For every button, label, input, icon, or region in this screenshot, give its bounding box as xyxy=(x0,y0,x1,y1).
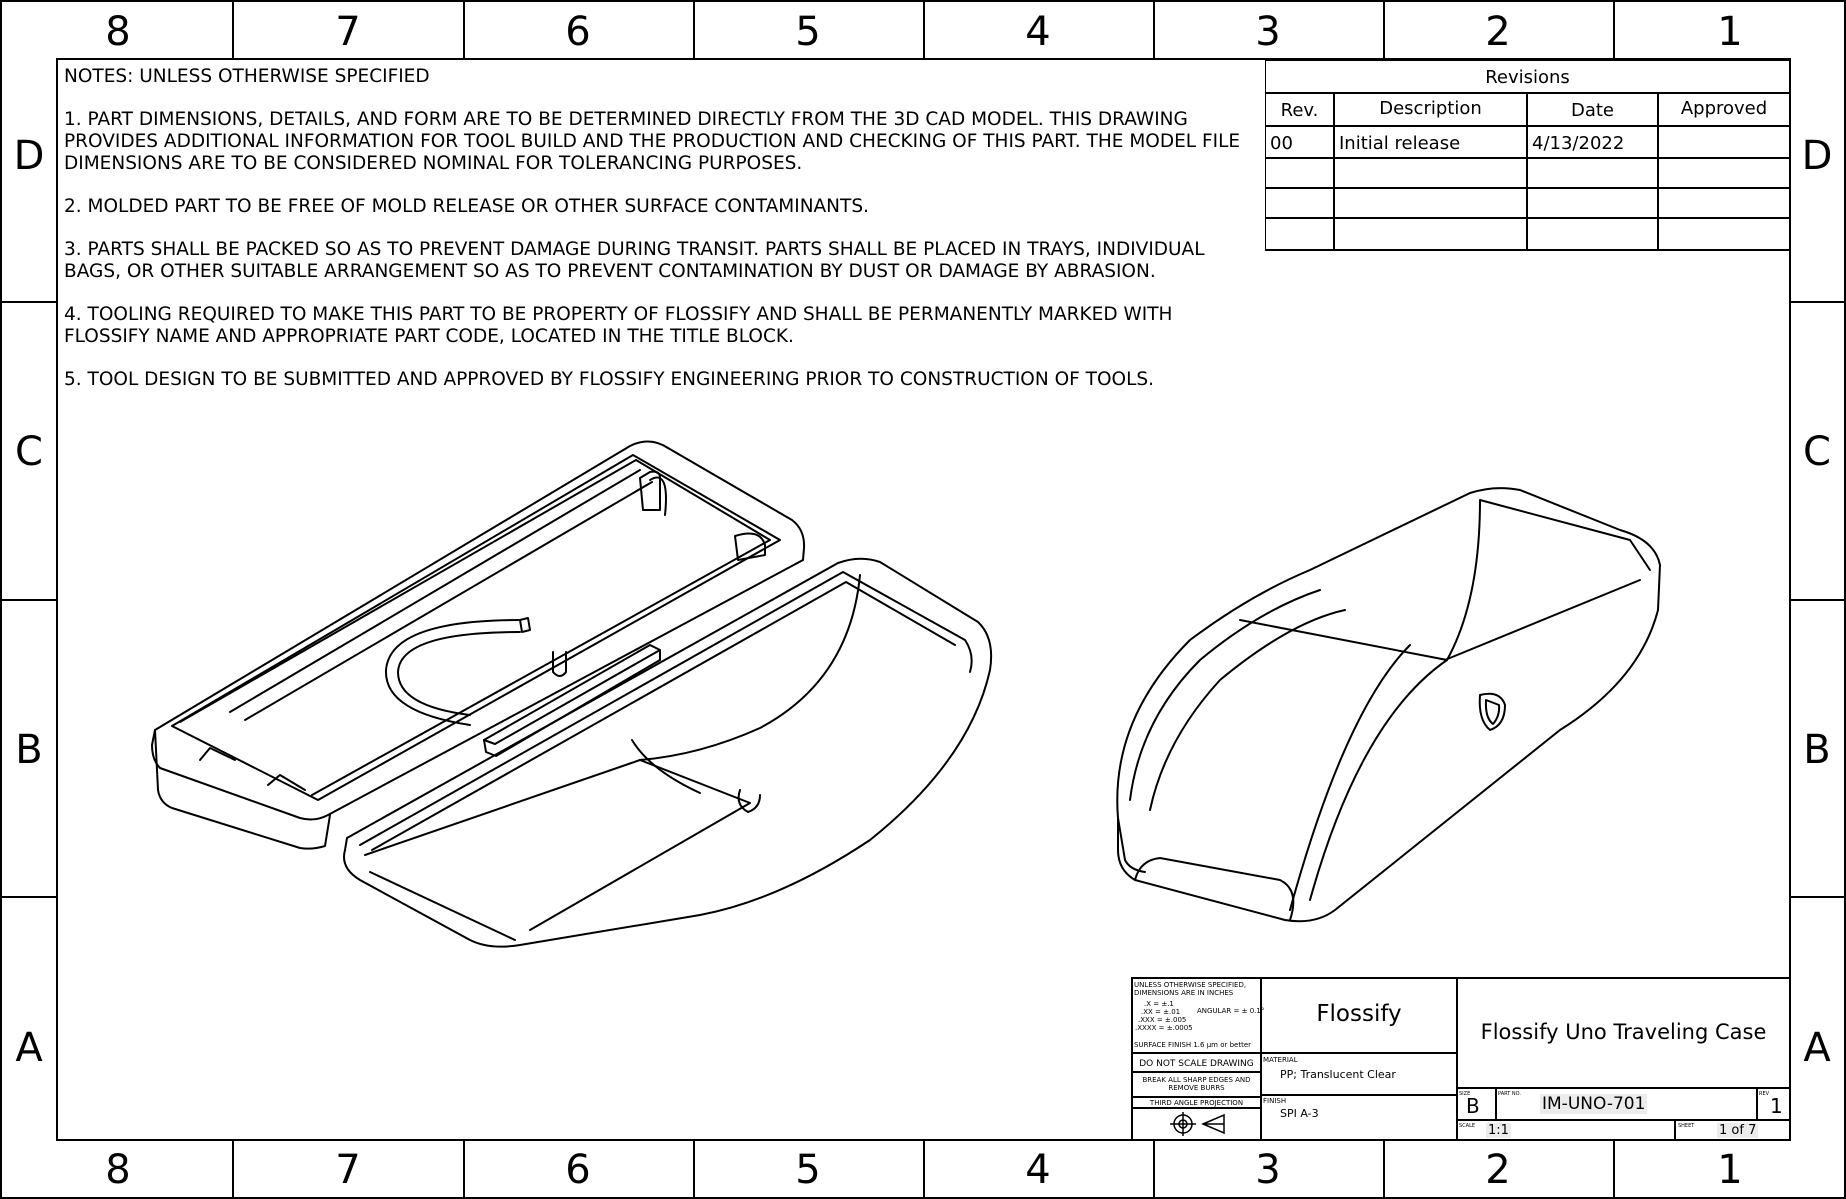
material-value: PP; Translucent Clear xyxy=(1280,1068,1396,1081)
note-item: 1. PART DIMENSIONS, DETAILS, AND FORM AR… xyxy=(64,109,1241,174)
zone-col-label: 5 xyxy=(795,9,821,55)
revisions-col-rev: Rev. xyxy=(1280,100,1319,121)
zone-col-label: 4 xyxy=(1025,1147,1051,1193)
zone-row-label: A xyxy=(15,1025,43,1071)
scale-label: SCALE xyxy=(1459,1123,1476,1129)
zone-row-label: A xyxy=(1803,1025,1831,1071)
tolerance-line: .XX = ±.01 xyxy=(1141,1008,1181,1016)
revisions-col-date: Date xyxy=(1570,100,1615,121)
zone-row-label: D xyxy=(1801,133,1833,179)
note-item: 5. TOOL DESIGN TO BE SUBMITTED AND APPRO… xyxy=(64,369,1155,390)
finish-value: SPI A-3 xyxy=(1280,1107,1319,1120)
zone-col-label: 8 xyxy=(105,1147,131,1193)
sheet-number: 1 of 7 xyxy=(1717,1123,1759,1138)
revisions-col-description: Description xyxy=(1379,98,1482,119)
zone-col-label: 3 xyxy=(1255,9,1281,55)
zone-col-label: 2 xyxy=(1485,9,1511,55)
notes-heading: NOTES: UNLESS OTHERWISE SPECIFIED xyxy=(64,66,430,87)
zone-col-label: 6 xyxy=(565,1147,591,1193)
company-name: Flossify xyxy=(1316,1001,1402,1027)
zone-col-label: 1 xyxy=(1717,9,1743,55)
part-number: IM-UNO-701 xyxy=(1540,1094,1648,1114)
zone-col-label: 5 xyxy=(795,1147,821,1193)
tolerance-line: .X = ±.1 xyxy=(1144,1000,1174,1008)
surface-finish: SURFACE FINISH 1.6 μm or better xyxy=(1134,1041,1252,1049)
material-label: MATERIAL xyxy=(1263,1056,1298,1064)
zone-row-label: B xyxy=(15,727,43,773)
drawing-notes: NOTES: UNLESS OTHERWISE SPECIFIED 1. PAR… xyxy=(64,66,1264,412)
drawing-scale: 1:1 xyxy=(1486,1123,1511,1138)
sheet-size: B xyxy=(1466,1094,1480,1118)
note-item: 3. PARTS SHALL BE PACKED SO AS TO PREVEN… xyxy=(64,239,1205,282)
zone-col-label: 8 xyxy=(105,9,131,55)
revision-rev: 00 xyxy=(1270,133,1293,154)
drawing-rev: 1 xyxy=(1770,1094,1783,1118)
revision-description: Initial release xyxy=(1339,133,1461,154)
zone-col-label: 7 xyxy=(335,1147,361,1193)
revision-date: 4/13/2022 xyxy=(1532,133,1625,154)
note-item: 4. TOOLING REQUIRED TO MAKE THIS PART TO… xyxy=(64,304,1173,347)
zone-row-label: D xyxy=(13,133,45,179)
sheet-label: SHEET xyxy=(1678,1123,1695,1129)
part-no-label: PART NO. xyxy=(1498,1091,1521,1097)
tolerance-line: DIMENSIONS ARE IN INCHES xyxy=(1134,989,1234,997)
rev-label: REV xyxy=(1759,1091,1770,1097)
revisions-title: Revisions xyxy=(1485,67,1570,88)
zone-row-label: B xyxy=(1803,727,1831,773)
zone-col-label: 1 xyxy=(1717,1147,1743,1193)
revisions-table-grid xyxy=(1265,59,1791,251)
projection-label: THIRD ANGLE PROJECTION xyxy=(1149,1099,1244,1107)
angular-tolerance: ANGULAR = ± 0.1° xyxy=(1197,1007,1265,1015)
size-label: SIZE xyxy=(1459,1091,1471,1097)
revisions-col-approved: Approved xyxy=(1680,98,1768,119)
zone-row-label: C xyxy=(15,429,43,475)
note-item: 2. MOLDED PART TO BE FREE OF MOLD RELEAS… xyxy=(64,196,869,217)
zone-col-label: 3 xyxy=(1255,1147,1281,1193)
tolerance-line: UNLESS OTHERWISE SPECIFIED, xyxy=(1134,981,1247,989)
finish-label: FINISH xyxy=(1263,1097,1287,1105)
do-not-scale-note: DO NOT SCALE DRAWING xyxy=(1139,1059,1254,1069)
zone-col-label: 7 xyxy=(335,9,361,55)
zone-col-label: 4 xyxy=(1025,9,1051,55)
zone-row-label: C xyxy=(1803,429,1831,475)
break-edges-note: BREAK ALL SHARP EDGES AND REMOVE BURRS xyxy=(1142,1076,1251,1092)
tolerance-line: .XXXX = ±.0005 xyxy=(1135,1024,1193,1032)
zone-col-label: 6 xyxy=(565,9,591,55)
tolerance-line: .XXX = ±.005 xyxy=(1138,1016,1187,1024)
zone-col-label: 2 xyxy=(1485,1147,1511,1193)
drawing-title: Flossify Uno Traveling Case xyxy=(1480,1020,1767,1044)
